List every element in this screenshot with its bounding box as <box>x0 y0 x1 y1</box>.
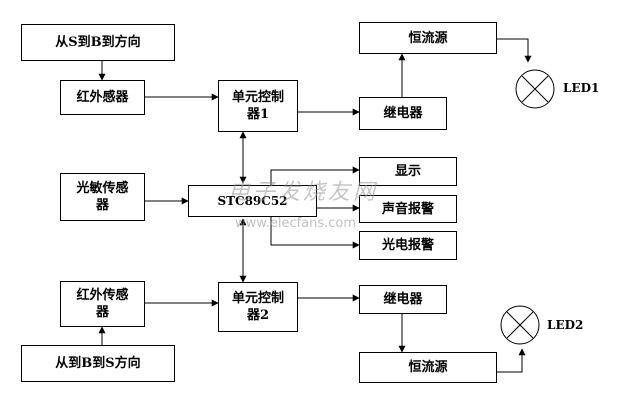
block-unit-controller-2: 单元控制 器2 <box>218 282 298 332</box>
block-constant-current-1: 恒流源 <box>359 22 497 54</box>
label-led1: LED1 <box>563 81 600 95</box>
line-mcu-to-light <box>270 217 360 249</box>
block-display: 显示 <box>359 157 457 186</box>
line-cc2-to-led2 <box>497 348 526 373</box>
label-led2: LED2 <box>547 318 584 332</box>
line-mcu-to-display <box>270 166 360 185</box>
block-unit-controller-1: 单元控制 器1 <box>218 80 298 132</box>
block-constant-current-2: 恒流源 <box>359 352 497 383</box>
block-relay-2: 继电器 <box>359 285 447 314</box>
block-mcu: STC89C52 <box>188 185 317 217</box>
block-light-alarm: 光电报警 <box>359 231 457 260</box>
block-direction-s-to-b: 从S到B到方向 <box>21 24 175 61</box>
lamp-led2-icon <box>500 305 540 345</box>
block-photo-sensor: 光敏传感 器 <box>60 173 145 221</box>
block-relay-1: 继电器 <box>359 97 447 130</box>
lamp-led1-icon <box>515 69 555 109</box>
line-cc1-to-led1 <box>497 38 532 63</box>
block-direction-b-to-s: 从到B到S方向 <box>21 345 175 382</box>
block-sound-alarm: 声音报警 <box>359 195 457 223</box>
block-ir-sensor-2: 红外传感 器 <box>60 281 145 327</box>
block-ir-sensor-1: 红外感器 <box>60 80 145 115</box>
